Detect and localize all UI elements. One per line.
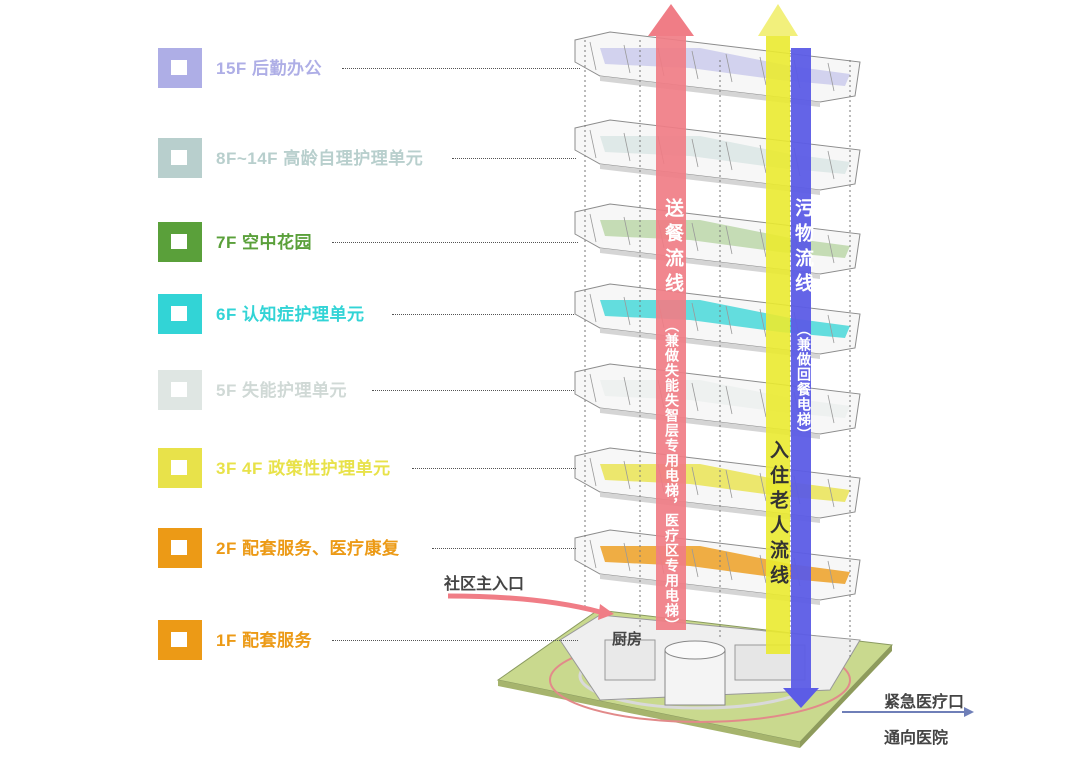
legend-leader-line — [392, 314, 574, 315]
waste-flow-bar — [791, 48, 811, 690]
waste-flow-note: （兼做回餐电梯） — [796, 322, 812, 442]
legend-item: 6F 认知症护理单元 — [158, 294, 598, 338]
legend-swatch — [158, 222, 202, 262]
legend-label: 8F~14F 高龄自理护理单元 — [216, 149, 424, 168]
floor-plate — [574, 283, 861, 359]
legend-leader-line — [372, 390, 574, 391]
legend-leader-line — [342, 68, 580, 69]
floor-plate — [574, 119, 861, 195]
resident-flow-arrowhead — [758, 4, 798, 36]
legend-swatch-inner — [171, 540, 187, 555]
legend-swatch-inner — [171, 150, 187, 165]
floor-plate — [574, 447, 861, 523]
legend-swatch — [158, 448, 202, 488]
legend-swatch-inner — [171, 460, 187, 475]
food-flow-label: 送餐流线 — [662, 198, 683, 298]
legend-swatch — [158, 294, 202, 334]
legend-swatch-inner — [171, 632, 187, 647]
legend-label: 7F 空中花园 — [216, 233, 313, 252]
floor-plate — [574, 31, 861, 107]
legend-swatch-inner — [171, 60, 187, 75]
legend-leader-line — [432, 548, 576, 549]
legend-item: 3F 4F 政策性护理单元 — [158, 448, 598, 492]
legend-item: 15F 后勤办公 — [158, 48, 598, 92]
legend-swatch-inner — [171, 306, 187, 321]
legend-label: 2F 配套服务、医疗康复 — [216, 539, 400, 558]
legend-label: 5F 失能护理单元 — [216, 381, 348, 400]
legend-swatch-inner — [171, 234, 187, 249]
kitchen-label: 厨房 — [612, 631, 643, 648]
food-flow-note: （兼做失能失智层专用电梯，医疗区专用电梯） — [664, 318, 680, 633]
legend-item: 7F 空中花园 — [158, 222, 598, 266]
food-flow-arrowhead — [648, 4, 694, 36]
legend-item: 5F 失能护理单元 — [158, 370, 598, 414]
legend-swatch — [158, 528, 202, 568]
site-base-side — [498, 680, 800, 748]
legend-item: 2F 配套服务、医疗康复 — [158, 528, 598, 572]
resident-flow-bar — [766, 34, 790, 654]
floor-plate — [574, 529, 861, 605]
legend-leader-line — [412, 468, 576, 469]
legend-swatch-inner — [171, 382, 187, 397]
legend-item: 8F~14F 高龄自理护理单元 — [158, 138, 598, 182]
legend-swatch — [158, 370, 202, 410]
floor-plate — [574, 203, 861, 279]
legend-label: 6F 认知症护理单元 — [216, 305, 365, 324]
legend-item: 1F 配套服务 — [158, 620, 598, 664]
food-flow-bar — [656, 34, 686, 630]
entrance-label: 社区主入口 — [444, 576, 525, 593]
legend-swatch — [158, 138, 202, 178]
legend-swatch — [158, 620, 202, 660]
legend-label: 1F 配套服务 — [216, 631, 313, 650]
floor-plate — [574, 363, 861, 439]
legend-leader-line — [332, 640, 578, 641]
legend-leader-line — [452, 158, 576, 159]
waste-flow-label: 污物流线 — [792, 198, 813, 298]
waste-flow-arrowhead — [783, 688, 819, 708]
entrance-arrow — [447, 593, 601, 615]
emergency-label: 紧急医疗口 — [884, 694, 965, 711]
legend-label: 3F 4F 政策性护理单元 — [216, 459, 391, 478]
legend-leader-line — [332, 242, 578, 243]
resident-flow-label: 入住老人流线 — [767, 440, 788, 590]
hospital-label: 通向医院 — [884, 730, 949, 747]
site-base-side-right — [800, 645, 892, 748]
legend-label: 15F 后勤办公 — [216, 59, 323, 78]
legend-swatch — [158, 48, 202, 88]
